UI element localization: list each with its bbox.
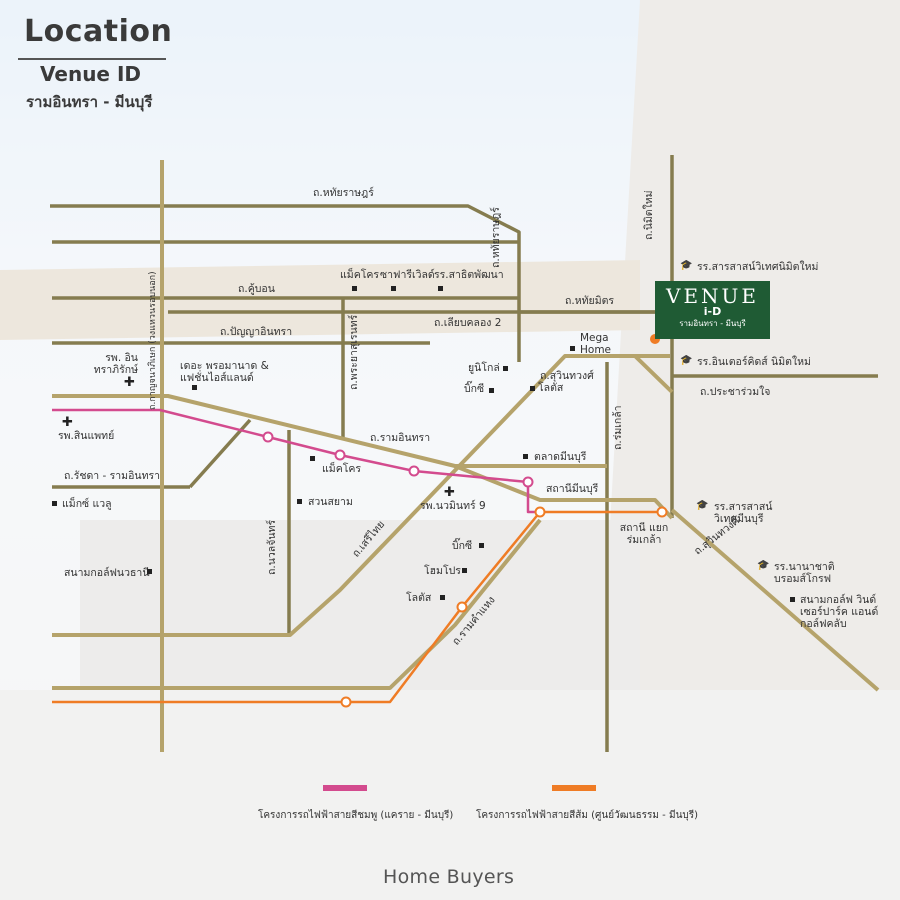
- pink-station-2: [334, 449, 346, 461]
- place-label: รร.สารสาสน์วิเทศนิมิตใหม่: [697, 261, 819, 273]
- place-label: แม็คโคร: [322, 463, 362, 475]
- hospital-cross-icon: ✚: [62, 415, 73, 430]
- road-label: ถ.หทัยราษฎร์: [313, 187, 374, 199]
- road-label: ถ.รามอินทรา: [370, 432, 431, 444]
- place-label: โฮมโปร: [424, 565, 461, 577]
- place-bullet: [192, 385, 197, 390]
- place-label: รร.นานาชาติ บรอมส์โกรฟ: [774, 561, 835, 585]
- road-ram-indra: [52, 394, 607, 468]
- road-label: ถ.ปัญญาอินทรา: [220, 326, 293, 338]
- project-logo-text: VENUE: [666, 284, 759, 308]
- legend-orange-label: โครงการรถไฟฟ้าสายสีส้ม (ศูนย์วัฒนธรรม - …: [476, 810, 699, 821]
- place-bullet: [530, 386, 535, 391]
- place-bullet: [523, 454, 528, 459]
- place-label: โลตัส: [406, 592, 432, 604]
- road-label: ถ.นวลจันทร์: [266, 519, 278, 575]
- road-nimit-bend: [633, 354, 674, 394]
- road-seri-thai: [52, 354, 670, 637]
- place-bullet: [479, 543, 484, 548]
- graduation-cap-icon: 🎓: [680, 260, 693, 271]
- place-bullet: [462, 568, 467, 573]
- orange-station-ramkhamhaeng: [456, 601, 468, 613]
- road-label: ถ.หทัยราษฎร์: [490, 207, 502, 268]
- place-label: เดอะ พรอมานาด & แฟชั่นไอส์แลนด์: [180, 360, 269, 384]
- district-name: รามอินทรา - มีนบุรี: [26, 93, 153, 111]
- orange-station-west: [340, 696, 352, 708]
- place-bullet: [790, 597, 795, 602]
- legend-pink-label: โครงการรถไฟฟ้าสายสีชมพู (แคราย - มีนบุรี…: [258, 810, 454, 821]
- place-label: รพ. อินทราภิรักษ์: [93, 352, 138, 376]
- place-label: รร.อินเตอร์คิดส์ นิมิตใหม่: [697, 356, 811, 368]
- orange-station-yaek-romklao: [656, 506, 668, 518]
- title-divider: [18, 58, 166, 60]
- road-label: ถ.หทัยมิตร: [565, 295, 615, 307]
- road-label: ถ.นิมิตใหม่: [643, 190, 655, 240]
- road-ramkhamhaeng: [52, 518, 542, 690]
- project-logo-box[interactable]: VENUE i-D รามอินทรา - มีนบุรี: [655, 281, 770, 339]
- place-label: ซาฟารีเวิลด์: [380, 269, 435, 281]
- road-suwinthawong: [670, 508, 880, 692]
- place-bullet: [52, 501, 57, 506]
- pink-station-3: [408, 465, 420, 477]
- place-label: แม็กซ์ แวลู: [62, 498, 112, 510]
- project-logo-address: รามอินทรา - มีนบุรี: [679, 319, 746, 328]
- page-title: Location: [24, 14, 173, 49]
- road-label: ถ.เลียบคลอง 2: [434, 317, 502, 329]
- place-label: สนามกอล์ฟนวธานี: [64, 567, 150, 579]
- place-bullet: [147, 569, 152, 574]
- place-bullet: [391, 286, 396, 291]
- station-label: สถานี แยกร่มเกล้า: [619, 522, 669, 546]
- pink-station-minburi: [522, 476, 534, 488]
- orange-line: [52, 510, 662, 704]
- hospital-cross-icon: ✚: [124, 375, 135, 390]
- place-label: รพ.นวมินทร์ 9: [420, 500, 486, 512]
- place-label: โลตัส: [538, 382, 564, 394]
- graduation-cap-icon: 🎓: [680, 355, 693, 366]
- road-label: ถ.กาญจนาภิเษก (วงแหวนรอบนอก): [148, 271, 158, 410]
- pink-line: [52, 408, 540, 514]
- place-label: บิ๊กซี: [452, 540, 473, 552]
- place-label: สวนสยาม: [308, 496, 353, 508]
- project-name: Venue ID: [40, 62, 141, 86]
- place-label: บิ๊กซี: [464, 383, 485, 395]
- legend-orange-swatch: [552, 785, 596, 791]
- graduation-cap-icon: 🎓: [757, 560, 770, 571]
- place-label: รร.สารสาสน์ วิเทศมีนบุรี: [714, 501, 773, 525]
- pink-station-1: [262, 431, 274, 443]
- place-bullet: [297, 499, 302, 504]
- place-bullet: [438, 286, 443, 291]
- road-label: ถ.รัชดา - รามอินทรา: [64, 470, 161, 482]
- road-label: ถ.ร่มเกล้า: [612, 405, 624, 450]
- place-bullet: [352, 286, 357, 291]
- station-label: สถานีมีนบุรี: [546, 483, 599, 495]
- place-label: สนามกอล์ฟ วินด์เซอร์ปาร์ค แอนด์กอล์ฟคลับ: [800, 594, 879, 630]
- place-label: ยูนิโกล่: [468, 362, 500, 374]
- graduation-cap-icon: 🎓: [696, 500, 709, 511]
- place-label: รร.สาธิตพัฒนา: [434, 269, 504, 281]
- orange-station-minburi: [534, 506, 546, 518]
- place-label: Mega Home: [580, 332, 612, 356]
- place-bullet: [489, 388, 494, 393]
- place-label: รพ.สินแพทย์: [58, 430, 115, 442]
- road-hathairat: [50, 204, 521, 362]
- legend-pink-swatch: [323, 785, 367, 791]
- place-bullet: [570, 346, 575, 351]
- road-label: ถ.คู้บอน: [238, 283, 275, 295]
- brand-logo: Home Buyers: [383, 866, 515, 888]
- place-bullet: [440, 595, 445, 600]
- hospital-cross-icon: ✚: [444, 485, 455, 500]
- place-label: ตลาดมีนบุรี: [534, 451, 587, 463]
- road-label: ถ.สุวินทวงศ์: [540, 370, 594, 382]
- place-bullet: [310, 456, 315, 461]
- place-label: แม็คโคร: [340, 269, 380, 281]
- road-label: ถ.พระยาสุเรนทร์: [348, 314, 360, 390]
- project-logo-sub: i-D: [703, 305, 722, 318]
- place-bullet: [503, 366, 508, 371]
- road-label: ถ.ประชาร่วมใจ: [700, 386, 771, 398]
